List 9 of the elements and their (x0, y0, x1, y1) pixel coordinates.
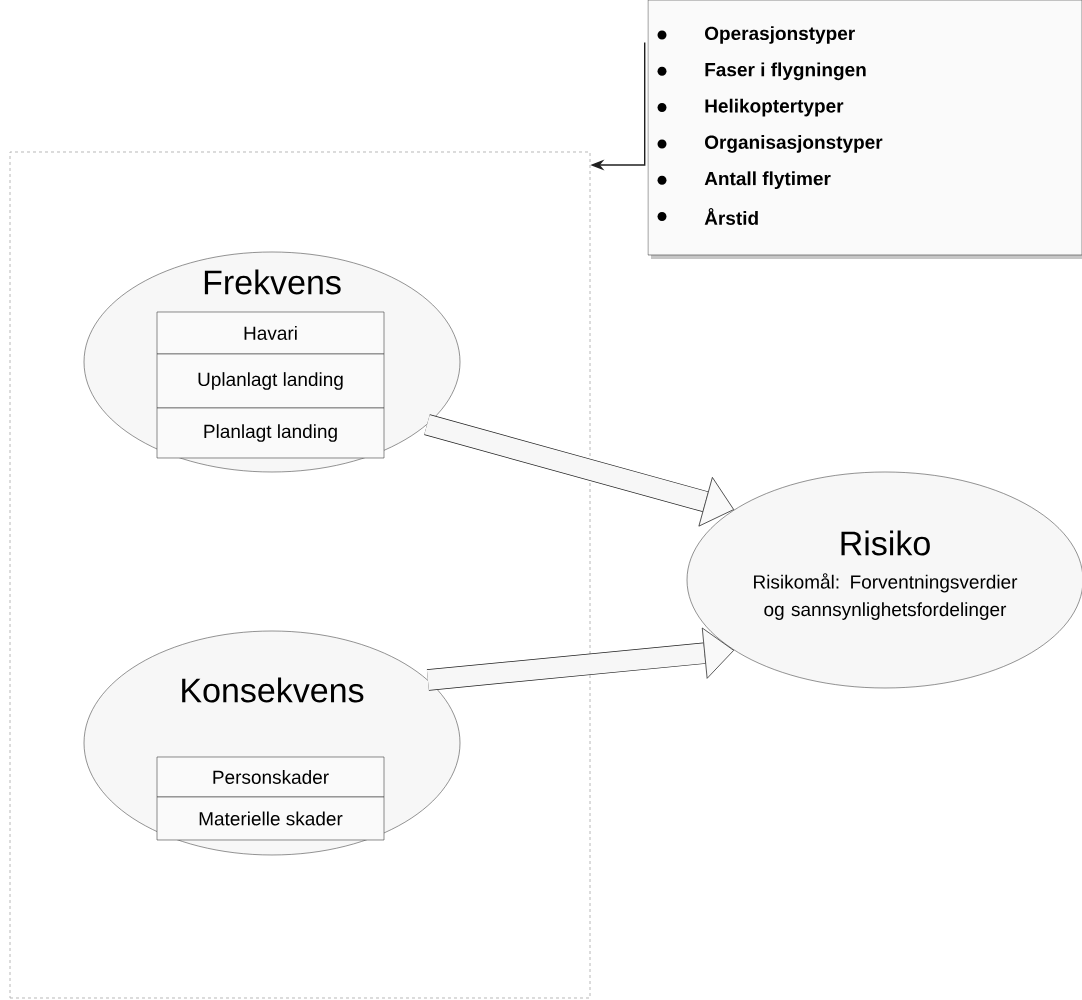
table-row: Personskader (156, 756, 385, 798)
block-arrow (426, 627, 735, 691)
dashed-frame (9, 151, 591, 999)
table-row: Materielle skader (156, 796, 385, 841)
block-arrow (424, 414, 735, 527)
table-row: Planlagt landing (156, 407, 385, 459)
table-row: Havari (156, 311, 385, 355)
bullet-list-box: Operasjonstyper Faser i flygningen Helikoptertyper Organisasjonstyper Antall flytimer Årstid (647, 0, 1082, 259)
table-row: Uplanlagt landing (156, 353, 385, 409)
